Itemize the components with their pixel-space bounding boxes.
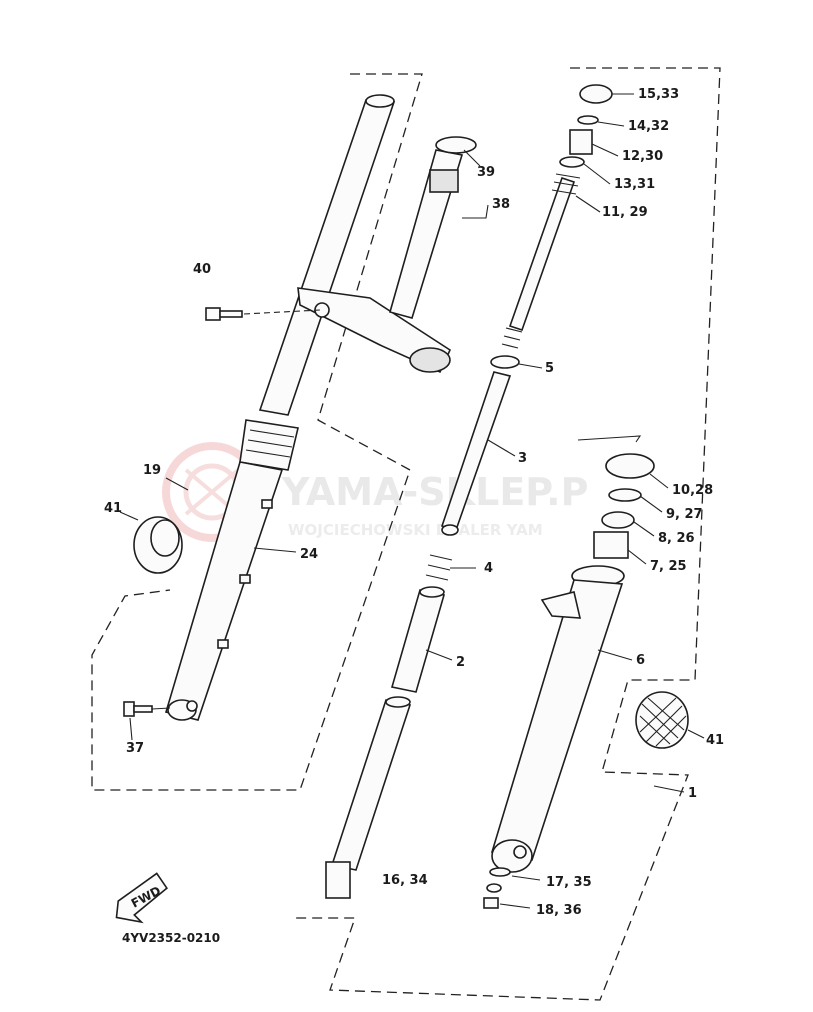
screw-37 xyxy=(123,701,171,717)
callout-4: 4 xyxy=(484,561,493,576)
callout-5: 5 xyxy=(545,361,554,376)
callout-6: 6 xyxy=(636,653,645,668)
rubber-cap-41-left xyxy=(133,516,183,574)
callout-labels: 15,33 14,32 12,30 13,31 11, 29 39 38 40 … xyxy=(104,87,724,918)
bolt-40 xyxy=(205,307,321,321)
rubber-cap-41-right xyxy=(635,691,689,749)
callout-39: 39 xyxy=(477,165,495,180)
callout-37: 37 xyxy=(126,741,144,756)
callout-10-28: 10,28 xyxy=(672,483,713,498)
steering-stem-bracket xyxy=(297,136,477,374)
callout-12-30: 12,30 xyxy=(622,149,663,164)
callout-38: 38 xyxy=(492,197,510,212)
callout-14-32: 14,32 xyxy=(628,119,669,134)
callout-9-27: 9, 27 xyxy=(666,507,703,522)
callout-15-33: 15,33 xyxy=(638,87,679,102)
callout-7-25: 7, 25 xyxy=(650,559,687,574)
left-fork-assembly xyxy=(164,94,396,721)
watermark-subtitle: WOJCIECHOWSKI DEALER YAM xyxy=(288,521,543,539)
group-outline-right-fork xyxy=(292,67,721,1001)
callout-2: 2 xyxy=(456,655,465,670)
right-outer-tube xyxy=(490,453,655,873)
drain-bolt-parts xyxy=(483,867,511,909)
forward-direction-arrow: FWD xyxy=(115,872,168,924)
callout-3: 3 xyxy=(518,451,527,466)
callout-24: 24 xyxy=(300,547,318,562)
watermark-title: YAMA-SKLEP.P xyxy=(281,470,588,514)
callout-13-31: 13,31 xyxy=(614,177,655,192)
damper-parts xyxy=(325,173,581,899)
callout-8-26: 8, 26 xyxy=(658,531,695,546)
callout-19: 19 xyxy=(143,463,161,478)
callout-11-29: 11, 29 xyxy=(602,205,648,220)
callout-18-36: 18, 36 xyxy=(536,903,582,918)
callout-40: 40 xyxy=(193,262,211,277)
leader-lines xyxy=(119,93,705,909)
callout-41-right: 41 xyxy=(706,733,724,748)
callout-1: 1 xyxy=(688,786,697,801)
group-outline-left-fork xyxy=(91,73,423,791)
diagram-code: 4YV2352-0210 xyxy=(122,931,220,945)
watermark: YAMA-SKLEP.P WOJCIECHOWSKI DEALER YAM xyxy=(162,442,588,542)
callout-16-34: 16, 34 xyxy=(382,873,428,888)
callout-17-35: 17, 35 xyxy=(546,875,592,890)
cap-parts xyxy=(559,84,613,168)
callout-41-left: 41 xyxy=(104,501,122,516)
